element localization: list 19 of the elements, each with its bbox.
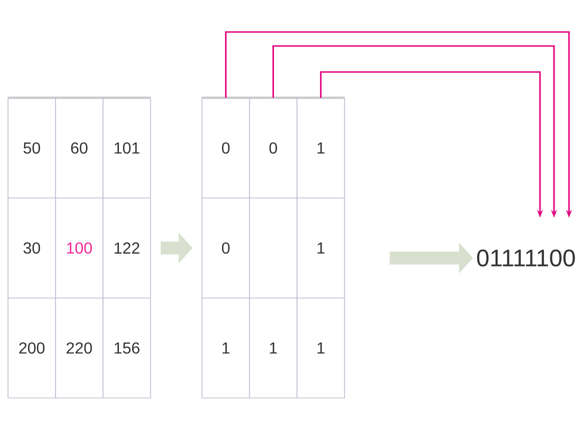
grid-cell: 220	[55, 298, 104, 398]
binary-code: 01111100	[477, 250, 575, 266]
grid-cell: 100	[55, 198, 104, 298]
grid-cell: 200	[8, 298, 56, 398]
grid-cell: 0	[202, 98, 250, 198]
grid-cell: 1	[296, 198, 345, 298]
grid-cell: 0	[249, 98, 298, 198]
grid-cell	[249, 198, 298, 298]
grid-cell: 1	[202, 298, 250, 398]
grid-cell: 60	[55, 98, 104, 198]
grid-cell: 1	[249, 298, 298, 398]
grid-cell: 1	[296, 298, 345, 398]
grid-cell: 156	[102, 298, 151, 398]
grid-cell: 1	[296, 98, 345, 198]
grid-cell: 30	[8, 198, 56, 298]
grid-cell: 0	[202, 198, 250, 298]
grid-cell: 122	[102, 198, 151, 298]
grid-cell: 50	[8, 98, 56, 198]
grid-cell: 101	[102, 98, 151, 198]
